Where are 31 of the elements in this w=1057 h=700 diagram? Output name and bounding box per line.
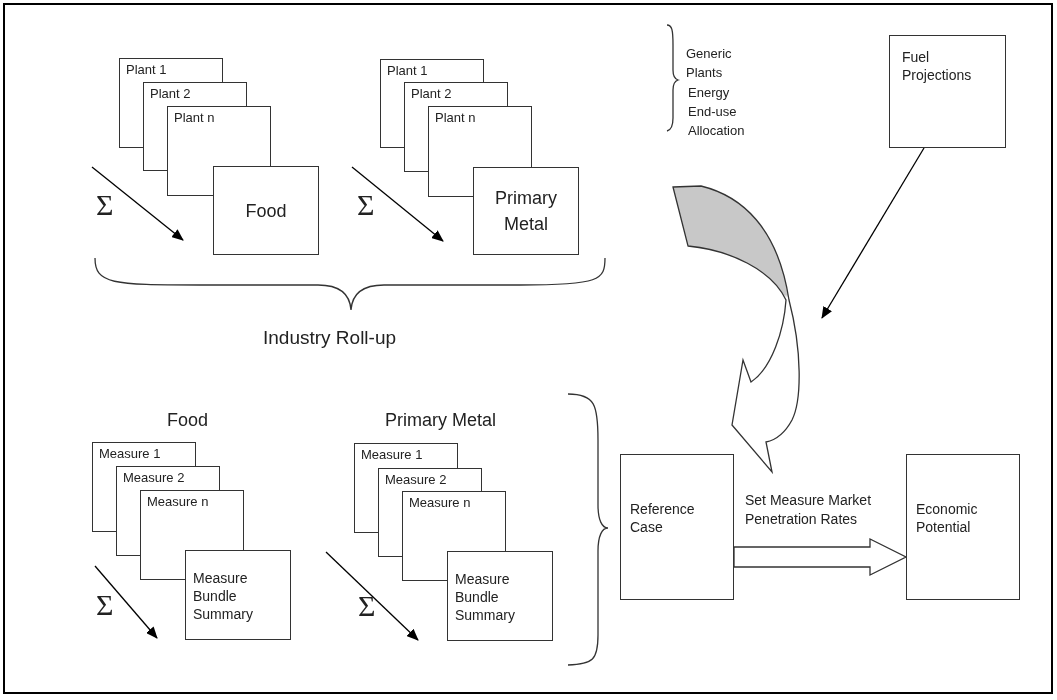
card: Plant 2: [404, 82, 508, 106]
card: Measure 1: [354, 443, 458, 468]
card: Measure 1: [92, 442, 196, 466]
note-text: Energy End-use Allocation: [688, 84, 746, 140]
sigma-symbol: Σ: [358, 591, 376, 621]
block-arrow: [733, 537, 908, 577]
card: Measure 2: [378, 468, 482, 491]
card: Plant 2: [143, 82, 247, 106]
card: Plant n: [428, 106, 532, 167]
curved-block-arrow: [672, 185, 800, 473]
sector-box: Food: [213, 166, 319, 255]
summary-box: Measure Bundle Summary: [447, 551, 553, 641]
card: Measure n: [140, 490, 244, 550]
note-text: Generic Plants: [686, 45, 733, 82]
process-box: Economic Potential: [906, 454, 1020, 600]
sigma-symbol: Σ: [357, 190, 375, 220]
group-label: Industry Roll-up: [263, 327, 397, 349]
card: Plant n: [167, 106, 271, 166]
process-box: Reference Case: [620, 454, 734, 600]
card: Plant 1: [119, 58, 223, 82]
card: Measure n: [402, 491, 506, 551]
input-box: Fuel Projections: [889, 35, 1006, 148]
card: Measure 2: [116, 466, 220, 490]
sigma-symbol: Σ: [96, 190, 114, 220]
summary-box: Measure Bundle Summary: [185, 550, 291, 640]
arrow: [821, 147, 925, 319]
group-heading: Primary Metal: [385, 410, 496, 431]
group-heading: Food: [167, 410, 209, 431]
sigma-symbol: Σ: [96, 590, 114, 620]
card: Plant 1: [380, 59, 484, 82]
sector-box: Primary Metal: [473, 167, 579, 255]
